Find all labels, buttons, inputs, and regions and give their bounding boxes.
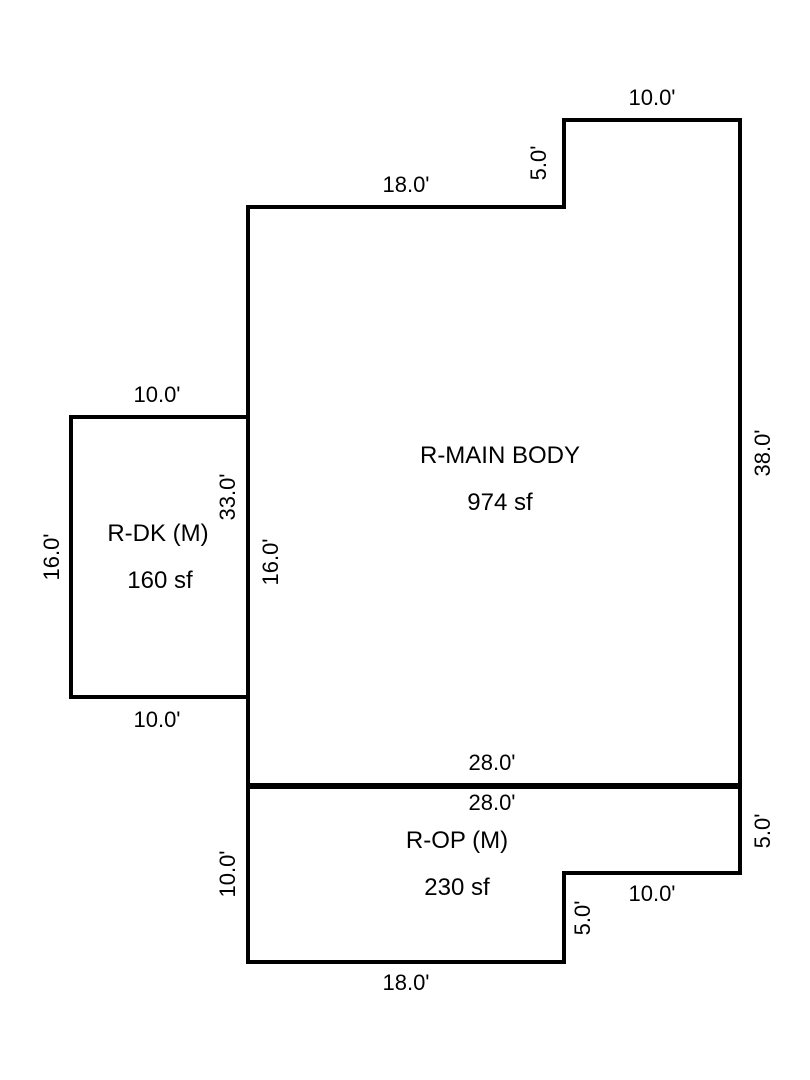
deck-right-dimension: 16.0' [258,538,283,585]
main-bottom-dimension: 28.0' [468,750,515,775]
porch-outline [246,785,742,964]
deck-size: 160 sf [127,567,193,594]
porch-label: R-OP (M) [406,827,508,854]
porch-step-width-dimension: 10.0' [628,881,675,906]
main-top-step-dimension: 10.0' [628,85,675,110]
porch-size: 230 sf [424,874,490,901]
deck-top-dimension: 10.0' [133,382,180,407]
porch-right-dimension: 5.0' [750,814,775,849]
porch-bottom-dimension: 18.0' [382,970,429,995]
main-top-left-dimension: 18.0' [382,172,429,197]
main-right-dimension: 38.0' [750,429,775,476]
main-left-dimension: 33.0' [215,473,240,520]
deck-label: R-DK (M) [107,520,208,547]
main-body-label: R-MAIN BODY [420,442,580,469]
deck-outline [69,415,250,699]
porch-top-dimension: 28.0' [468,790,515,815]
main-body-size: 974 sf [467,489,533,516]
deck-bottom-dimension: 10.0' [133,707,180,732]
porch-step-height-dimension: 5.0' [570,901,595,936]
porch-left-dimension: 10.0' [215,850,240,897]
main-step-height-dimension: 5.0' [526,146,551,181]
deck-left-dimension: 16.0' [39,533,64,580]
